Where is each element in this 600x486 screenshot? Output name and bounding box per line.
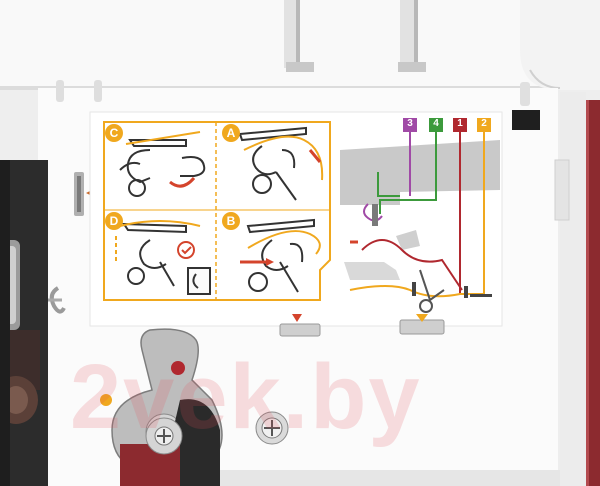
panel-badge-a: A: [222, 124, 240, 142]
dark-post: [512, 110, 540, 130]
panel-badge-c: C: [105, 124, 123, 142]
bottom-clip-right: [399, 319, 445, 335]
thread-tab-3: 3: [403, 118, 417, 132]
thread-tab-4: 4: [429, 118, 443, 132]
guide-frame: [103, 121, 331, 301]
bottom-clip-left: [279, 323, 321, 337]
panel-badge-d: D: [105, 212, 123, 230]
watermark: 2vek.by: [70, 346, 422, 448]
panel-badge-b: B: [222, 212, 240, 230]
thread-tab-2: 2: [477, 118, 491, 132]
thread-tab-1: 1: [453, 118, 467, 132]
top-rail-right: [400, 0, 418, 68]
